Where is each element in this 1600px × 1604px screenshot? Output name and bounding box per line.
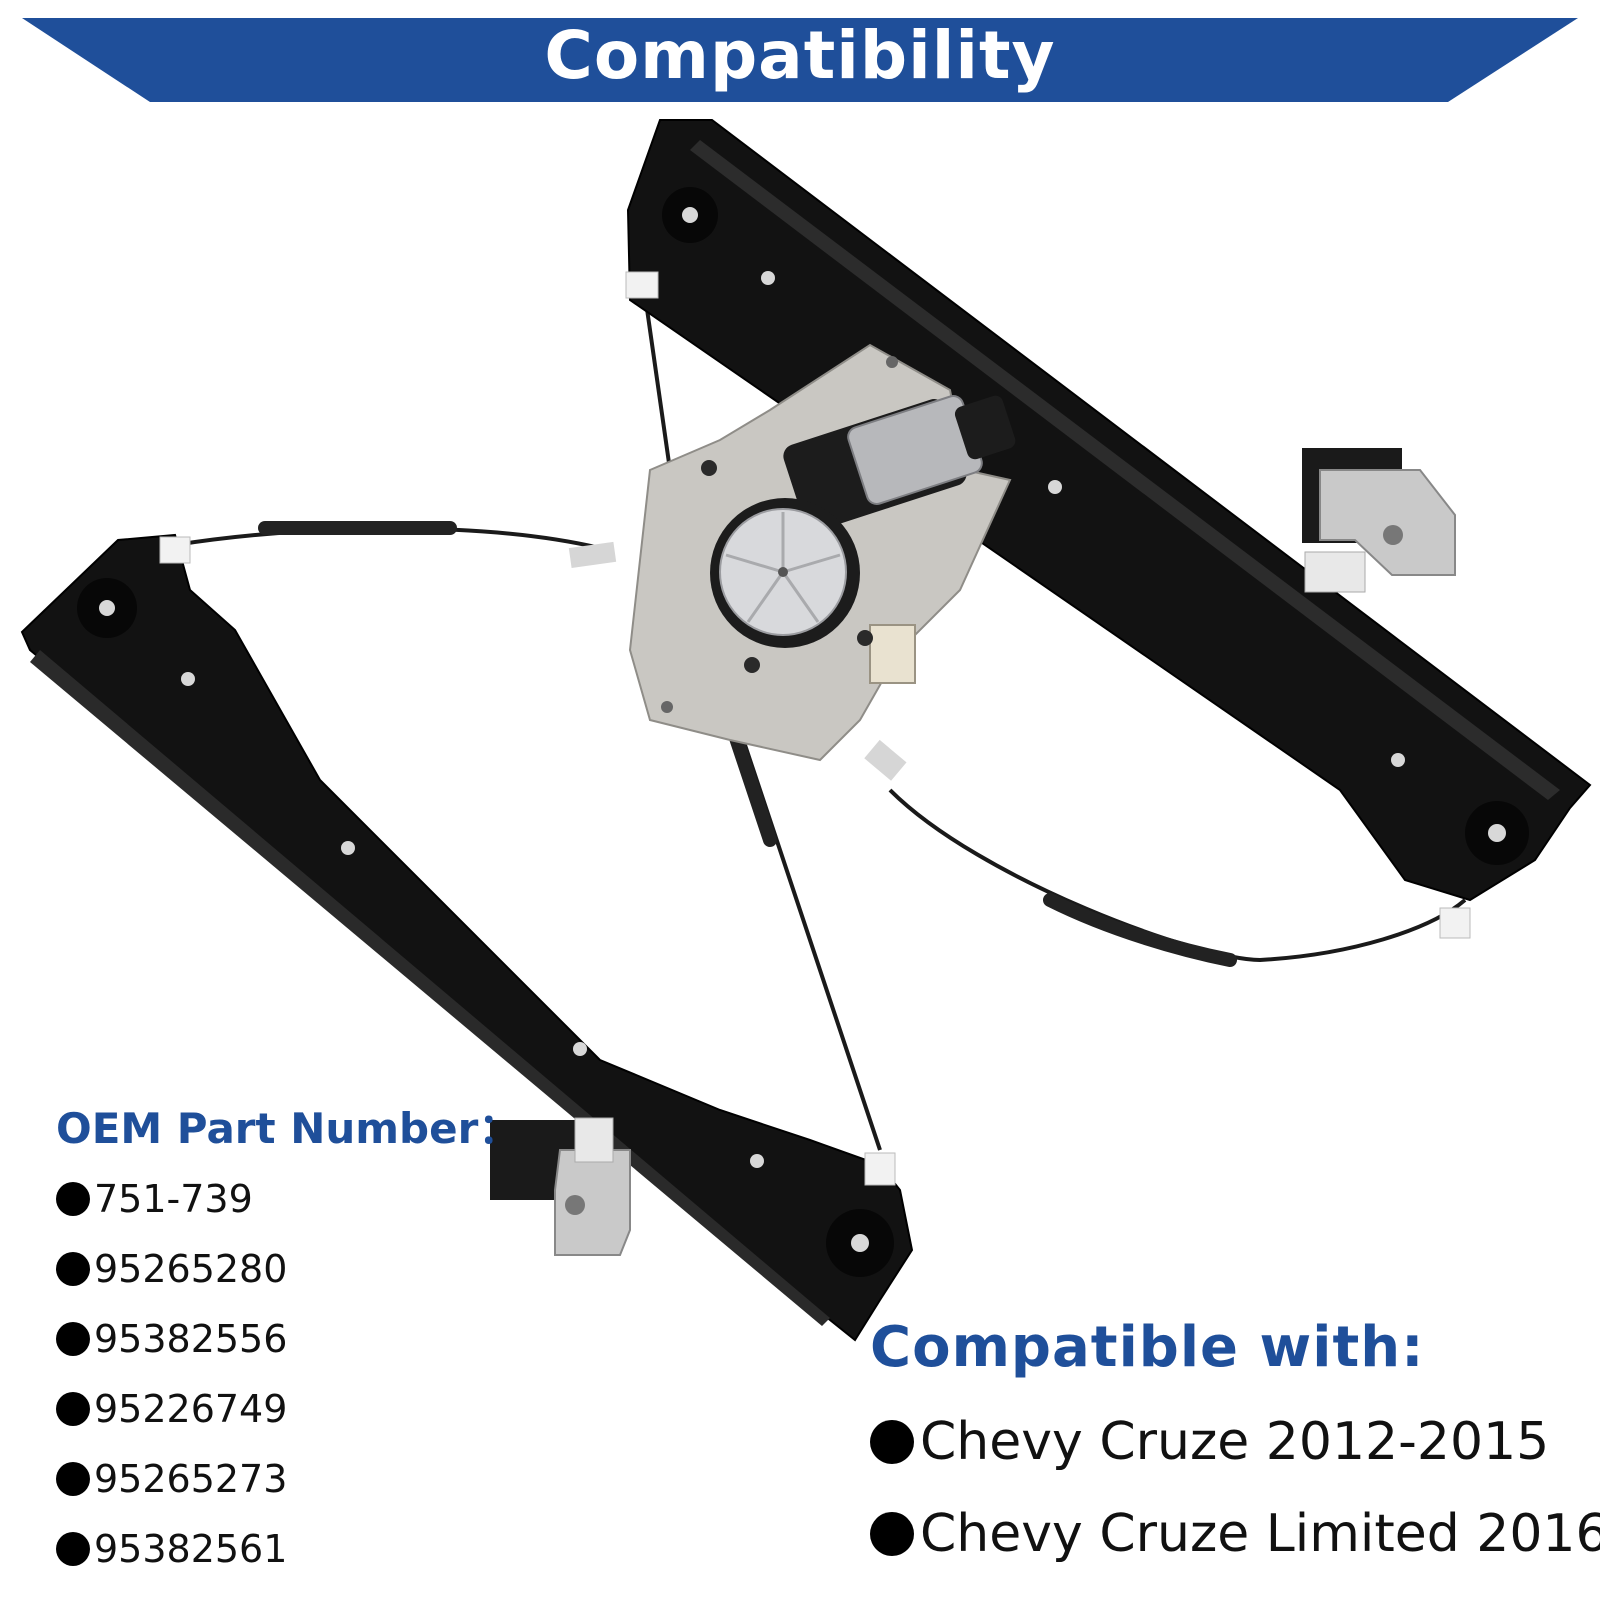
- bullet-icon: [56, 1182, 90, 1216]
- motor-assembly: [568, 343, 1016, 781]
- oem-part-numbers: OEM Part Number： 751-739 95265280 953825…: [56, 1098, 576, 1584]
- cable-sleeves: [258, 521, 1237, 967]
- oem-number: 95382561: [94, 1527, 288, 1571]
- oem-number: 95265273: [94, 1457, 288, 1501]
- compatible-heading: Compatible with:: [870, 1315, 1425, 1380]
- vehicle-item: Chevy Cruze Limited 2016: [870, 1488, 1600, 1580]
- window-regulator-with-motor-icon: [0, 100, 1600, 1600]
- oem-list: 751-739 95265280 95382556 95226749 95265…: [56, 1164, 576, 1584]
- oem-number: 95226749: [94, 1387, 288, 1431]
- vehicle-item: Chevy Cruze 2012-2015: [870, 1396, 1590, 1488]
- oem-item: 95382556: [56, 1304, 576, 1374]
- oem-item: 95265273: [56, 1444, 576, 1514]
- oem-item: 95265280: [56, 1234, 576, 1304]
- vehicle-name: Chevy Cruze 2012-2015: [920, 1412, 1550, 1472]
- bullet-icon: [56, 1322, 90, 1356]
- right-rail: [625, 119, 1592, 939]
- compatible-list: Chevy Cruze 2012-2015 Chevy Cruze Limite…: [870, 1396, 1600, 1580]
- compatibility-banner: Compatibility: [0, 0, 1600, 110]
- bullet-icon: [56, 1392, 90, 1426]
- banner-shape: [22, 18, 1578, 102]
- oem-heading: OEM Part Number：: [56, 1104, 521, 1153]
- left-rail: [20, 533, 914, 1342]
- bullet-icon: [56, 1252, 90, 1286]
- oem-number: 95265280: [94, 1247, 288, 1291]
- compatible-vehicles: Compatible with: Chevy Cruze 2012-2015 C…: [870, 1310, 1600, 1580]
- bullet-icon: [56, 1462, 90, 1496]
- banner-title: Compatibility: [544, 17, 1056, 94]
- bullet-icon: [870, 1512, 914, 1556]
- bullet-icon: [56, 1532, 90, 1566]
- regulator-drawing: [20, 119, 1592, 1342]
- vehicle-name: Chevy Cruze Limited 2016: [920, 1504, 1600, 1564]
- oem-item: 95382561: [56, 1514, 576, 1584]
- oem-item: 751-739: [56, 1164, 576, 1234]
- bullet-icon: [870, 1420, 914, 1464]
- oem-number: 751-739: [94, 1177, 253, 1221]
- oem-item: 95226749: [56, 1374, 576, 1444]
- oem-number: 95382556: [94, 1317, 288, 1361]
